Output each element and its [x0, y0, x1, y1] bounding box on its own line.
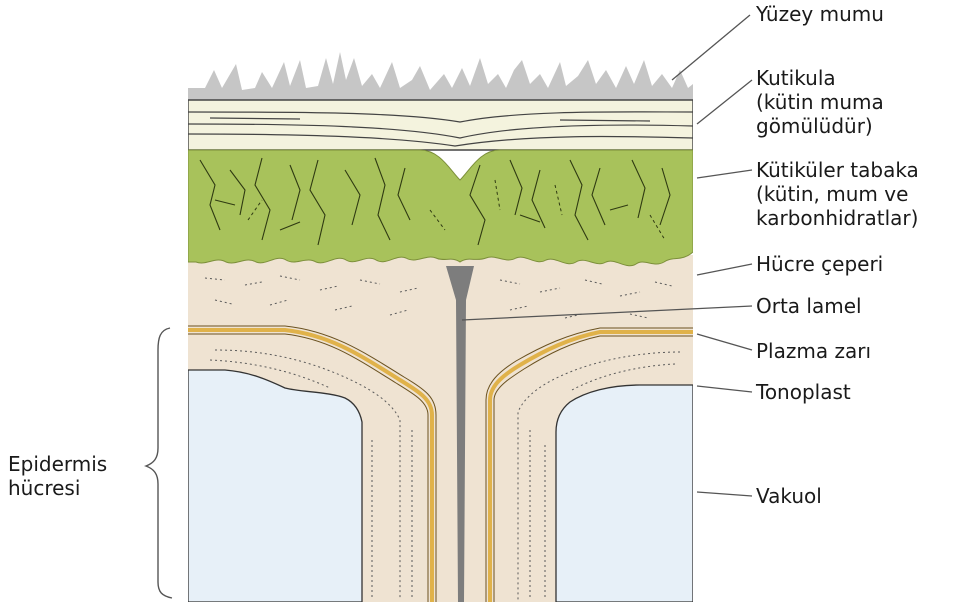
label-epidermis-line2: hücresi	[8, 476, 80, 500]
label-tonoplast: Tonoplast	[756, 380, 851, 404]
label-cuticular-layer-line3: karbonhidratlar)	[756, 206, 918, 230]
leader-tonoplast	[697, 386, 752, 392]
label-plasma-membrane: Plazma zarı	[756, 339, 871, 363]
leader-cuticular-layer	[697, 170, 752, 178]
vacuole-left	[188, 370, 362, 602]
label-cell-wall: Hücre çeperi	[756, 252, 883, 276]
label-cuticle-line1: Kutikula	[756, 66, 836, 90]
epidermis-bracket	[146, 328, 172, 598]
surface-wax	[188, 52, 693, 100]
leader-cell-wall	[697, 264, 752, 275]
label-surface-wax: Yüzey mumu	[756, 2, 884, 26]
label-middle-lamella: Orta lamel	[756, 294, 862, 318]
leader-surface-wax	[672, 15, 750, 80]
leader-plasma-membrane	[697, 334, 752, 350]
leader-cuticle	[697, 80, 752, 124]
label-vacuole: Vakuol	[756, 484, 822, 508]
label-cuticle-line2: (kütin muma	[756, 90, 884, 114]
label-epidermis-line1: Epidermis	[8, 452, 107, 476]
label-cuticular-layer-line2: (kütin, mum ve	[756, 182, 908, 206]
leader-vacuole	[697, 492, 752, 496]
vacuole-right	[556, 385, 693, 602]
label-cuticle-line3: gömülüdür)	[756, 114, 873, 138]
label-cuticular-layer-line1: Kütiküler tabaka	[756, 158, 919, 182]
